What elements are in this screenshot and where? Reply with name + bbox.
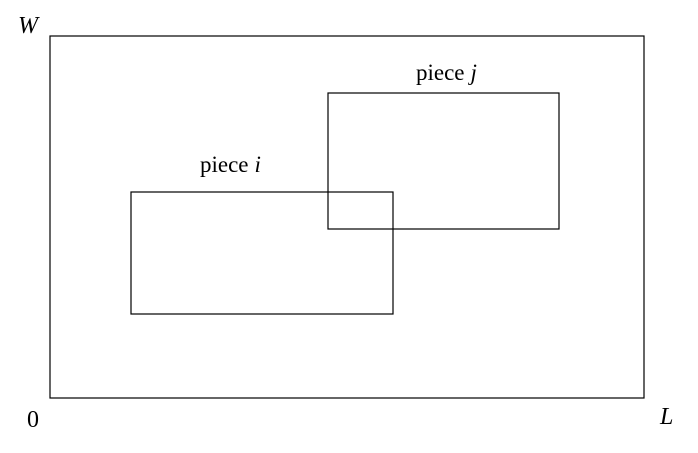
outer-sheet-rectangle (49, 35, 645, 399)
axis-label-origin: 0 (27, 407, 39, 433)
piece-i-index: i (255, 152, 261, 177)
piece-i-rectangle (130, 191, 394, 315)
piece-j-index: j (468, 60, 477, 85)
piece-i-prefix: piece (200, 152, 249, 177)
piece-j-rectangle (327, 92, 560, 230)
axis-label-l: L (659, 404, 673, 430)
piece-j-prefix: piece (416, 60, 465, 85)
axis-label-w: W (18, 13, 40, 39)
